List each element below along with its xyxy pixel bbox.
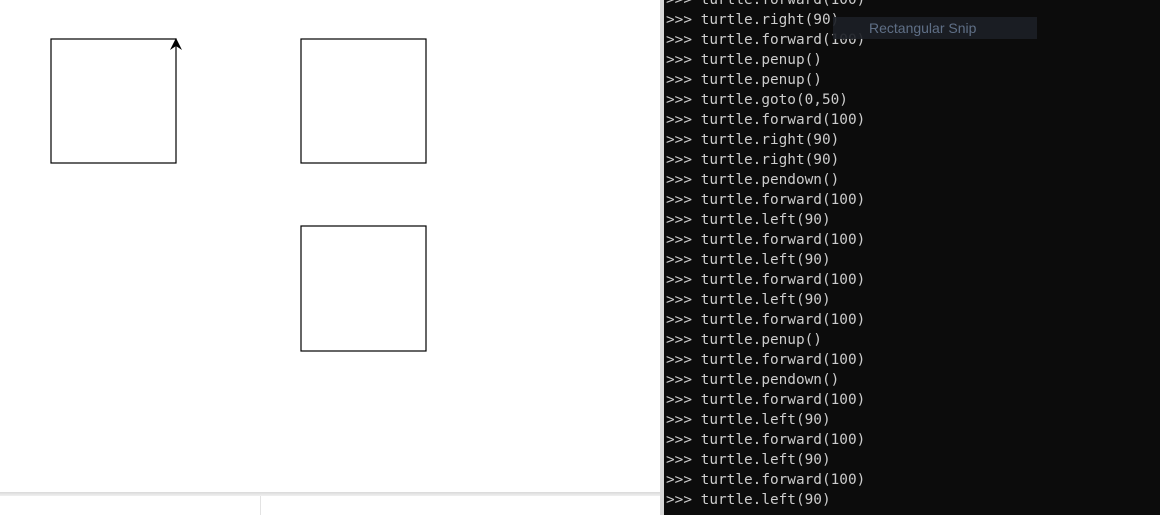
console-prompt: >>> xyxy=(666,252,692,268)
statusbar-divider xyxy=(260,496,261,515)
console-line: >>> turtle.forward(100) xyxy=(666,390,865,410)
console-prompt: >>> xyxy=(666,92,692,108)
console-line: >>> turtle.left(90) xyxy=(666,250,865,270)
console-prompt: >>> xyxy=(666,212,692,228)
console-line: >>> turtle.forward(100) xyxy=(666,110,865,130)
tooltip-label: Rectangular Snip xyxy=(869,20,977,36)
square-bottom xyxy=(300,225,427,352)
console-command: turtle.forward(100) xyxy=(700,352,866,368)
console-line: >>> turtle.penup() xyxy=(666,70,865,90)
console-prompt: >>> xyxy=(666,32,692,48)
console-command: turtle.forward(100) xyxy=(700,192,866,208)
console-line: >>> turtle.forward(100) xyxy=(666,430,865,450)
square-top-right xyxy=(300,38,427,164)
console-prompt: >>> xyxy=(666,152,692,168)
console-prompt: >>> xyxy=(666,272,692,288)
console-command: turtle.right(90) xyxy=(700,132,840,148)
console-line: >>> turtle.right(90) xyxy=(666,150,865,170)
console-prompt: >>> xyxy=(666,112,692,128)
console-prompt: >>> xyxy=(666,352,692,368)
console-line: >>> turtle.forward(100) xyxy=(666,470,865,490)
console-command: turtle.pendown() xyxy=(700,372,840,388)
console-line: >>> turtle.pendown() xyxy=(666,170,865,190)
console-prompt: >>> xyxy=(666,172,692,188)
console-prompt: >>> xyxy=(666,432,692,448)
console-command: turtle.left(90) xyxy=(700,492,831,508)
window-divider xyxy=(660,0,664,515)
console-prompt: >>> xyxy=(666,332,692,348)
console-command: turtle.left(90) xyxy=(700,212,831,228)
console-prompt: >>> xyxy=(666,72,692,88)
console-command: turtle.penup() xyxy=(700,332,822,348)
console-line: >>> turtle.forward(100) xyxy=(666,190,865,210)
console-prompt: >>> xyxy=(666,192,692,208)
turtle-canvas[interactable] xyxy=(0,0,661,492)
console-prompt: >>> xyxy=(666,292,692,308)
console-command: turtle.forward(100) xyxy=(700,432,866,448)
console-line: >>> turtle.left(90) xyxy=(666,290,865,310)
console-line: >>> turtle.forward(100) xyxy=(666,270,865,290)
console-line: >>> turtle.left(90) xyxy=(666,410,865,430)
console-command: turtle.left(90) xyxy=(700,252,831,268)
console-prompt: >>> xyxy=(666,132,692,148)
console-command: turtle.forward(100) xyxy=(700,472,866,488)
console-command: turtle.forward(100) xyxy=(700,0,866,8)
console-prompt: >>> xyxy=(666,372,692,388)
rectangular-snip-tooltip: Rectangular Snip xyxy=(833,17,1037,39)
square-top-left xyxy=(50,38,177,164)
console-line: >>> turtle.right(90) xyxy=(666,130,865,150)
console-prompt: >>> xyxy=(666,12,692,28)
console-prompt: >>> xyxy=(666,232,692,248)
console-command: turtle.penup() xyxy=(700,72,822,88)
console-line: >>> turtle.left(90) xyxy=(666,450,865,470)
console-line: >>> turtle.penup() xyxy=(666,330,865,350)
console-command: turtle.forward(100) xyxy=(700,312,866,328)
console-line: >>> turtle.right(90) xyxy=(666,10,865,30)
window-statusbar xyxy=(0,496,662,515)
console-line: >>> turtle.forward(100) xyxy=(666,0,865,10)
console-prompt: >>> xyxy=(666,52,692,68)
turtle-drawing xyxy=(50,38,427,352)
console-prompt: >>> xyxy=(666,392,692,408)
console-prompt: >>> xyxy=(666,472,692,488)
console-command: turtle.right(90) xyxy=(700,12,840,28)
canvas-scroll-edge xyxy=(0,492,660,496)
console-line: >>> turtle.goto(0,50) xyxy=(666,90,865,110)
console-prompt: >>> xyxy=(666,412,692,428)
console-line: >>> turtle.forward(100) xyxy=(666,310,865,330)
console-command: turtle.forward(100) xyxy=(700,392,866,408)
console-command: turtle.goto(0,50) xyxy=(700,92,848,108)
console-command: turtle.forward(100) xyxy=(700,32,866,48)
console-line: >>> turtle.forward(100) xyxy=(666,350,865,370)
console-line: >>> turtle.penup() xyxy=(666,50,865,70)
console-prompt: >>> xyxy=(666,492,692,508)
console-command: turtle.left(90) xyxy=(700,292,831,308)
console-prompt: >>> xyxy=(666,452,692,468)
console-line: >>> turtle.left(90) xyxy=(666,490,865,510)
console-command: turtle.left(90) xyxy=(700,412,831,428)
turtle-cursor-icon xyxy=(170,38,182,50)
console-command: turtle.left(90) xyxy=(700,452,831,468)
console-command: turtle.forward(100) xyxy=(700,272,866,288)
console-command: turtle.forward(100) xyxy=(700,232,866,248)
console-prompt: >>> xyxy=(666,312,692,328)
turtle-graphics-window xyxy=(0,0,662,515)
console-line: >>> turtle.pendown() xyxy=(666,370,865,390)
console-line: >>> turtle.forward(100) xyxy=(666,30,865,50)
console-command: turtle.penup() xyxy=(700,52,822,68)
console-command: turtle.forward(100) xyxy=(700,112,866,128)
console-line: >>> turtle.forward(100) xyxy=(666,230,865,250)
console-output: >>> turtle.forward(100)>>> turtle.right(… xyxy=(666,0,865,510)
console-line: >>> turtle.left(90) xyxy=(666,210,865,230)
console-prompt: >>> xyxy=(666,0,692,8)
console-command: turtle.pendown() xyxy=(700,172,840,188)
console-command: turtle.right(90) xyxy=(700,152,840,168)
python-console[interactable]: >>> turtle.forward(100)>>> turtle.right(… xyxy=(664,0,1160,515)
